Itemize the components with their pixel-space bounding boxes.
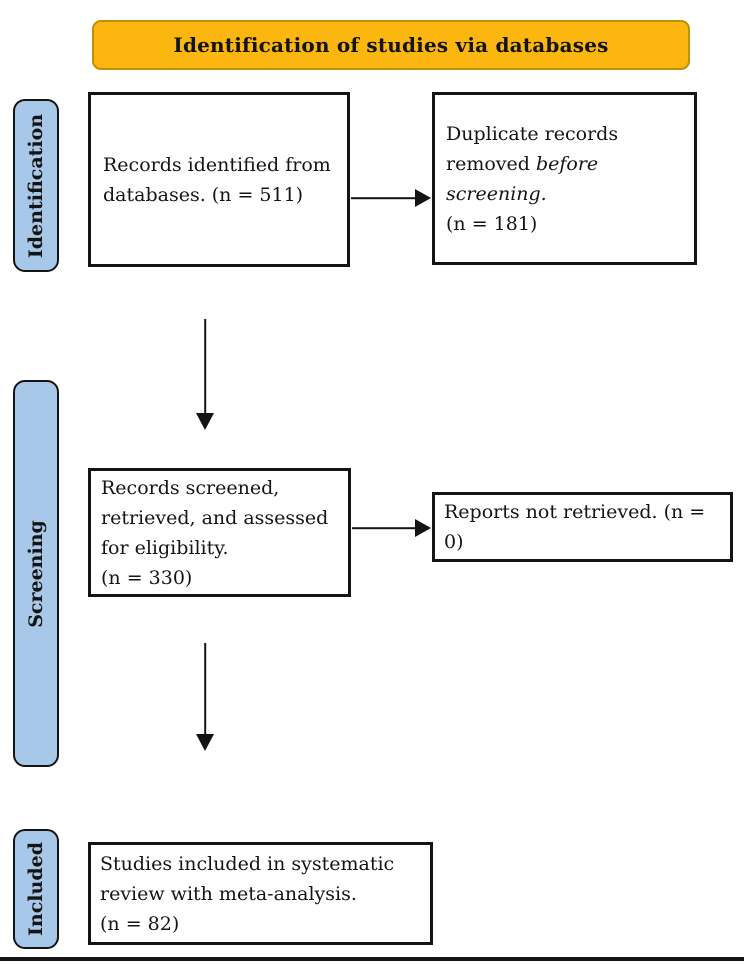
box-line: for eligibility. xyxy=(101,536,229,559)
box-line: review with meta-analysis. xyxy=(100,882,357,905)
box-studies-included: Studies included in systematic review wi… xyxy=(88,842,433,945)
box-line: Duplicate records xyxy=(446,122,619,145)
box-line: Records screened, xyxy=(101,476,280,499)
header-title: Identification of studies via databases xyxy=(173,33,609,57)
stage-label-screening: Screening xyxy=(25,519,48,628)
arrow-head-icon xyxy=(415,519,431,537)
arrow-shaft xyxy=(351,197,417,199)
box-line-text: removed xyxy=(446,152,536,175)
box-line: retrieved, and assessed xyxy=(101,506,329,529)
arrow-down-screened-to-included xyxy=(196,643,214,751)
header-banner: Identification of studies via databases xyxy=(92,20,690,70)
arrow-head-icon xyxy=(196,413,214,430)
box-line: (n = 82) xyxy=(100,912,180,935)
stage-bar-identification: Identification xyxy=(13,99,59,272)
arrow-right-screened-to-not-retrieved xyxy=(352,519,431,537)
box-line: (n = 330) xyxy=(101,566,193,589)
box-line: Reports not retrieved. (n = 0) xyxy=(444,501,706,553)
box-reports-not-retrieved: Reports not retrieved. (n = 0) xyxy=(432,492,733,562)
box-records-screened: Records screened, retrieved, and assesse… xyxy=(88,468,351,597)
arrow-head-icon xyxy=(196,734,214,751)
box-line: removed before screening. xyxy=(446,149,690,209)
box-records-identified: Records identified from databases. (n = … xyxy=(88,92,350,267)
stage-bar-screening: Screening xyxy=(13,380,59,767)
box-line: Records identified from xyxy=(103,153,331,176)
arrow-shaft xyxy=(352,527,417,529)
stage-label-identification: Identification xyxy=(25,113,47,258)
box-line: Studies included in systematic xyxy=(100,852,395,875)
arrow-head-icon xyxy=(415,189,431,207)
box-line-italic-text: before screening. xyxy=(446,152,599,205)
box-duplicates-removed: Duplicate records removed before screeni… xyxy=(432,92,697,265)
stage-label-included: Included xyxy=(25,842,47,936)
arrow-right-identified-to-duplicates xyxy=(351,189,431,207)
arrow-down-identified-to-screened xyxy=(196,319,214,430)
stage-bar-included: Included xyxy=(13,829,59,949)
box-line: (n = 181) xyxy=(446,212,538,235)
box-line: databases. (n = 511) xyxy=(103,183,304,206)
figure-bottom-rule xyxy=(0,957,744,961)
arrow-shaft xyxy=(204,319,206,415)
arrow-shaft xyxy=(204,643,206,736)
